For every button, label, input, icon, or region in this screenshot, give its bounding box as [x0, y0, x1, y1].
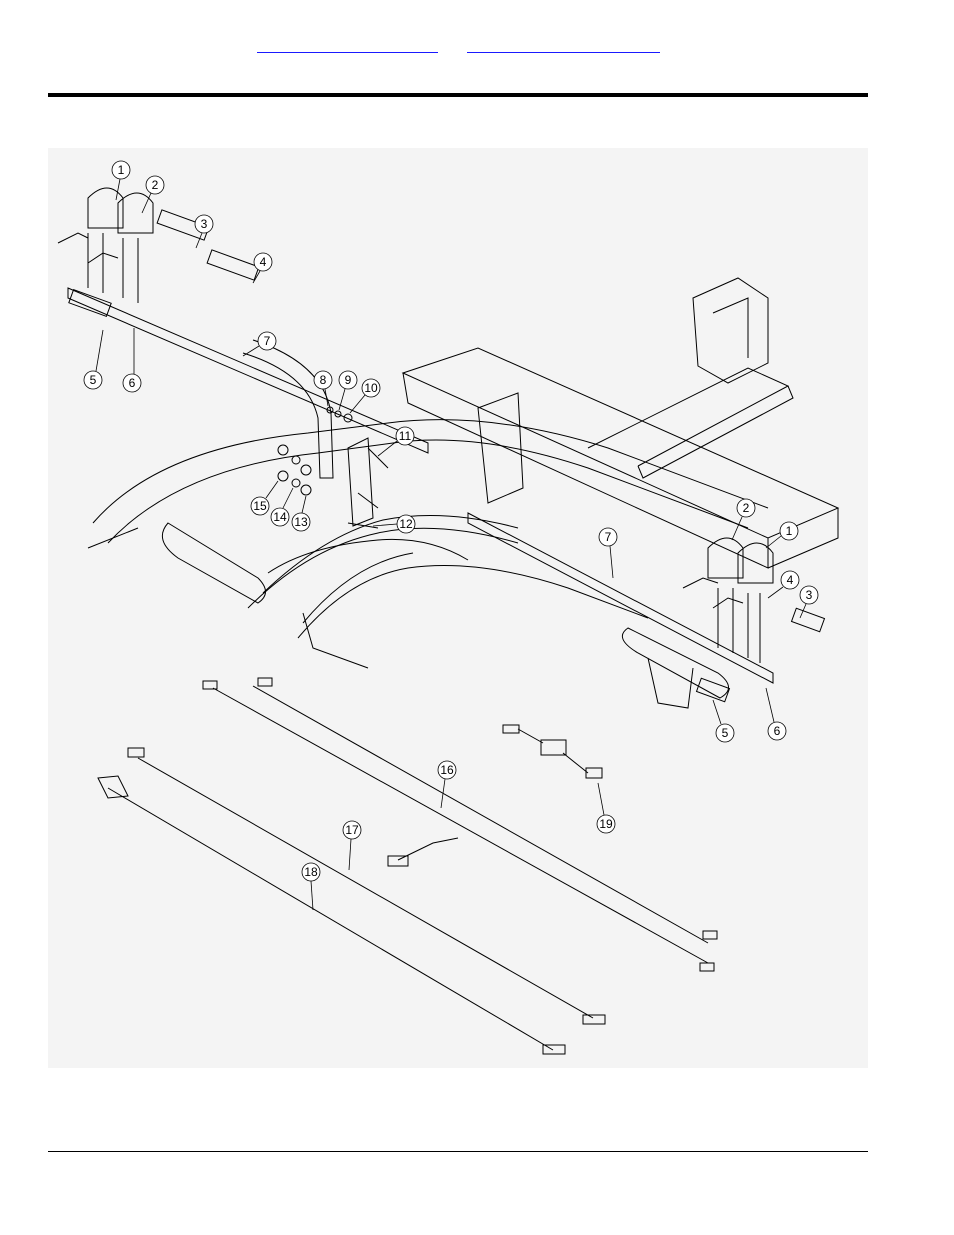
- callout-15: 15: [250, 480, 279, 516]
- svg-text:5: 5: [90, 373, 97, 387]
- harness-19: [502, 724, 603, 779]
- svg-text:7: 7: [264, 334, 271, 348]
- svg-text:15: 15: [253, 499, 267, 513]
- callout-6b: 6: [765, 687, 787, 741]
- svg-text:7: 7: [605, 530, 612, 544]
- hardware: [277, 406, 389, 529]
- callout-5: 5: [83, 329, 104, 390]
- callout-11: 11: [377, 426, 415, 457]
- callout-18: 18: [301, 862, 321, 911]
- left-light-assembly: [57, 187, 429, 454]
- header-link-2[interactable]: [467, 38, 660, 53]
- callout-8: 8: [313, 370, 333, 407]
- svg-text:5: 5: [722, 726, 729, 740]
- svg-text:1: 1: [118, 163, 125, 177]
- svg-text:8: 8: [320, 373, 327, 387]
- callout-2b: 2: [731, 498, 756, 541]
- svg-text:13: 13: [294, 515, 308, 529]
- svg-text:14: 14: [273, 510, 287, 524]
- callout-1: 1: [111, 160, 131, 201]
- callout-13: 13: [291, 495, 311, 532]
- frame-drawing: [87, 277, 840, 709]
- svg-text:6: 6: [129, 376, 136, 390]
- harness-16: [202, 677, 718, 972]
- right-light-assembly: [467, 512, 826, 703]
- callouts: 1 2 3 4 5 6 7 8 9 10 11 12 13 14 15 2 1 …: [83, 160, 819, 911]
- svg-text:11: 11: [399, 429, 412, 443]
- callout-17: 17: [342, 820, 362, 871]
- svg-text:17: 17: [345, 823, 359, 837]
- callout-9: 9: [338, 370, 358, 411]
- footer-rule: [48, 1151, 868, 1152]
- callout-4b: 4: [767, 570, 800, 599]
- callout-7: 7: [242, 331, 277, 357]
- svg-text:3: 3: [806, 588, 813, 602]
- svg-text:18: 18: [304, 865, 318, 879]
- harness-17: [127, 747, 606, 1025]
- svg-text:3: 3: [201, 217, 208, 231]
- callout-7b: 7: [598, 527, 618, 579]
- svg-text:19: 19: [599, 817, 613, 831]
- callout-2: 2: [141, 175, 165, 214]
- svg-text:12: 12: [399, 517, 413, 531]
- header-link-1[interactable]: [257, 38, 438, 53]
- callout-12: 12: [372, 514, 416, 534]
- callout-3b: 3: [799, 585, 819, 619]
- callout-14: 14: [270, 487, 294, 527]
- header-rule: [48, 93, 868, 97]
- callout-16: 16: [437, 760, 457, 809]
- svg-text:16: 16: [440, 763, 454, 777]
- callout-10: 10: [349, 378, 381, 414]
- callout-5b: 5: [712, 699, 735, 743]
- harness-18: [97, 775, 566, 1055]
- svg-text:9: 9: [345, 373, 352, 387]
- svg-text:4: 4: [260, 255, 267, 269]
- callout-3: 3: [194, 214, 214, 249]
- svg-text:2: 2: [743, 501, 750, 515]
- svg-text:1: 1: [786, 524, 793, 538]
- callout-6: 6: [122, 328, 142, 393]
- callout-4: 4: [252, 252, 273, 284]
- callout-1b: 1: [765, 521, 799, 549]
- svg-text:10: 10: [364, 381, 378, 395]
- exploded-parts-diagram: 1 2 3 4 5 6 7 8 9 10 11 12 13 14 15 2 1 …: [57, 160, 840, 1055]
- callout-19: 19: [596, 782, 616, 834]
- parts-drawing: 1 2 3 4 5 6 7 8 9 10 11 12 13 14 15 2 1 …: [48, 148, 868, 1068]
- svg-text:6: 6: [774, 724, 781, 738]
- svg-text:4: 4: [787, 573, 794, 587]
- svg-text:2: 2: [152, 178, 159, 192]
